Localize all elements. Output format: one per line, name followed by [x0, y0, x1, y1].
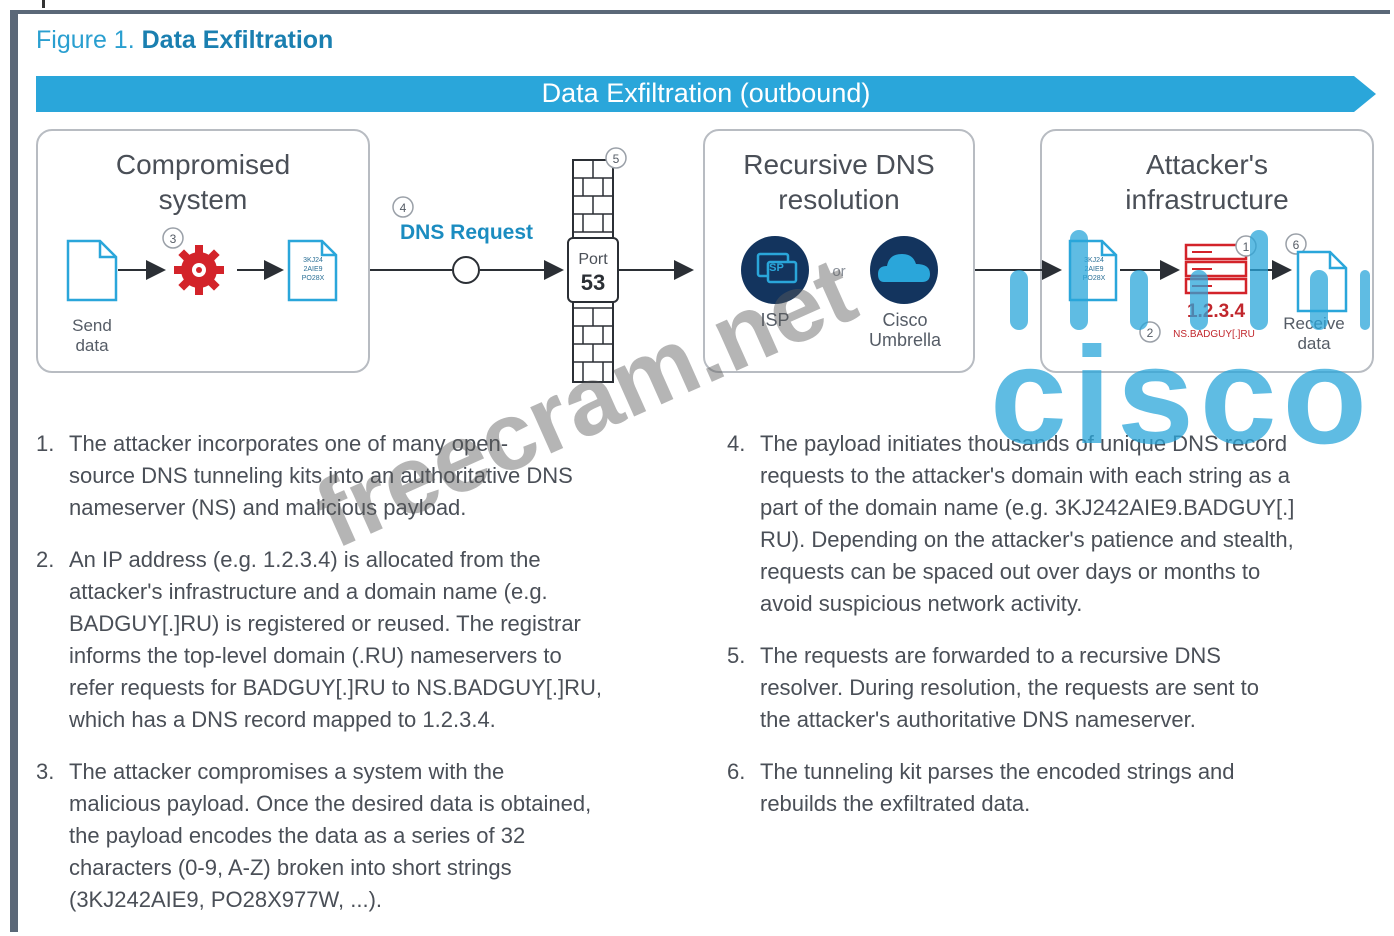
- figure-title-text: Data Exfiltration: [141, 26, 334, 54]
- step-text-line: requests to the attacker's domain with e…: [760, 463, 1291, 488]
- step-text-line: source DNS tunneling kits into an author…: [69, 463, 573, 488]
- step-text-line: The attacker incorporates one of many op…: [69, 431, 509, 456]
- isp-label: ISP: [760, 310, 790, 330]
- port-number: 53: [580, 270, 606, 295]
- step-text-line: avoid suspicious network activity.: [760, 591, 1083, 616]
- compromised-title-line2: system: [158, 184, 248, 215]
- send-data-label: Send data: [72, 316, 112, 355]
- isp-icon: [741, 236, 809, 304]
- step-item: 1. The attacker incorporates one of many …: [36, 428, 676, 524]
- attacker-title-line2: infrastructure: [1125, 184, 1289, 215]
- step-item: 3. The attacker compromises a system with…: [36, 756, 676, 916]
- step-text-line: The requests are forwarded to a recursiv…: [760, 643, 1221, 668]
- step-number: 5.: [727, 643, 746, 668]
- receive-data-document-icon: [1296, 250, 1348, 313]
- step-3-badge: [162, 227, 184, 249]
- step-5-badge: [605, 147, 627, 169]
- encoded-document-icon: [287, 239, 338, 302]
- step-text-line: nameserver (NS) and malicious payload.: [69, 495, 467, 520]
- attacker-title-line1: Attacker's: [1145, 149, 1269, 180]
- attacker-ip-label: 1.2.3.4: [1186, 301, 1246, 322]
- step-text-line: The payload initiates thousands of uniqu…: [760, 431, 1288, 456]
- step-number: 4.: [727, 431, 746, 456]
- steps-right-column: 4. The payload initiates thousands of uni…: [727, 428, 1377, 840]
- step-number: 6.: [727, 759, 746, 784]
- step-text-line: the payload encodes the data as a series…: [69, 823, 526, 848]
- step-item: 6. The tunneling kit parses the encoded s…: [727, 756, 1377, 820]
- step-text-line: RU). Depending on the attacker's patienc…: [760, 527, 1294, 552]
- step-number: 3.: [36, 759, 55, 784]
- malware-gear-icon: [174, 245, 224, 295]
- step-number: 2.: [36, 547, 55, 572]
- step-text-line: requests can be spaced out over days or …: [760, 559, 1261, 584]
- step-1-number: 1: [1242, 240, 1250, 254]
- step-text-line: part of the domain name (e.g. 3KJ242AIE9…: [760, 495, 1295, 520]
- step-text-line: attacker's infrastructure and a domain n…: [69, 579, 548, 604]
- step-text-line: An IP address (e.g. 1.2.3.4) is allocate…: [69, 547, 541, 572]
- step-2-number: 2: [1146, 326, 1154, 340]
- banner-arrow-icon: [36, 76, 1376, 112]
- send-data-document-icon: [66, 239, 118, 302]
- cisco-umbrella-label: Cisco Umbrella: [868, 310, 942, 350]
- step-text-line: the attacker's authoritative DNS nameser…: [760, 707, 1196, 732]
- step-text-line: The tunneling kit parses the encoded str…: [760, 759, 1235, 784]
- step-item: 4. The payload initiates thousands of uni…: [727, 428, 1377, 620]
- cisco-umbrella-icon: [870, 236, 938, 304]
- compromised-title-line1: Compromised: [115, 149, 291, 180]
- dns-request-node: [452, 256, 480, 284]
- step-text-line: malicious payload. Once the desired data…: [69, 791, 592, 816]
- step-text-line: which has a DNS record mapped to 1.2.3.4…: [69, 707, 496, 732]
- recursive-title-line1: Recursive DNS: [743, 149, 935, 180]
- step-text-line: characters (0-9, A-Z) broken into short …: [69, 855, 512, 880]
- or-label: or: [832, 263, 846, 280]
- step-text-line: informs the top-level domain (.RU) names…: [69, 643, 562, 668]
- top-edge-mark: [42, 0, 45, 8]
- figure-prefix: Figure 1.: [36, 26, 135, 54]
- step-number: 1.: [36, 431, 55, 456]
- figure-title: Figure 1. Data Exfiltration: [36, 26, 333, 55]
- step-4-number: 4: [399, 201, 407, 215]
- step-text-line: rebuilds the exfiltrated data.: [760, 791, 1031, 816]
- step-text-line: The attacker compromises a system with t…: [69, 759, 505, 784]
- outbound-banner: Data Exfiltration (outbound): [36, 76, 1376, 112]
- step-6-number: 6: [1292, 238, 1300, 252]
- attacker-ns-label: NS.BADGUY[.]RU: [1173, 329, 1255, 340]
- step-5-number: 5: [612, 152, 620, 166]
- port-label: Port: [578, 251, 608, 268]
- receive-data-label: Receive data: [1283, 314, 1345, 353]
- step-item: 5. The requests are forwarded to a recurs…: [727, 640, 1377, 736]
- step-text-line: (3KJ242AIE9, PO28X977W, ...).: [69, 887, 383, 912]
- recursive-title-line2: resolution: [778, 184, 900, 215]
- step-6-badge: [1285, 233, 1307, 255]
- firewall-icon: [567, 159, 619, 383]
- step-text-line: resolver. During resolution, the request…: [760, 675, 1259, 700]
- isp-icon-text: ISP: [766, 262, 784, 274]
- banner-label: Data Exfiltration (outbound): [541, 78, 871, 108]
- step-3-number: 3: [169, 232, 177, 246]
- step-item: 2. An IP address (e.g. 1.2.3.4) is alloca…: [36, 544, 676, 736]
- step-text-line: refer requests for BADGUY[.]RU to NS.BAD…: [69, 675, 603, 700]
- step-4-badge: [392, 196, 414, 218]
- dns-request-label: DNS Request: [400, 221, 534, 244]
- steps-left-column: 1. The attacker incorporates one of many …: [36, 428, 676, 936]
- step-text-line: BADGUY[.]RU) is registered or reused. Th…: [69, 611, 581, 636]
